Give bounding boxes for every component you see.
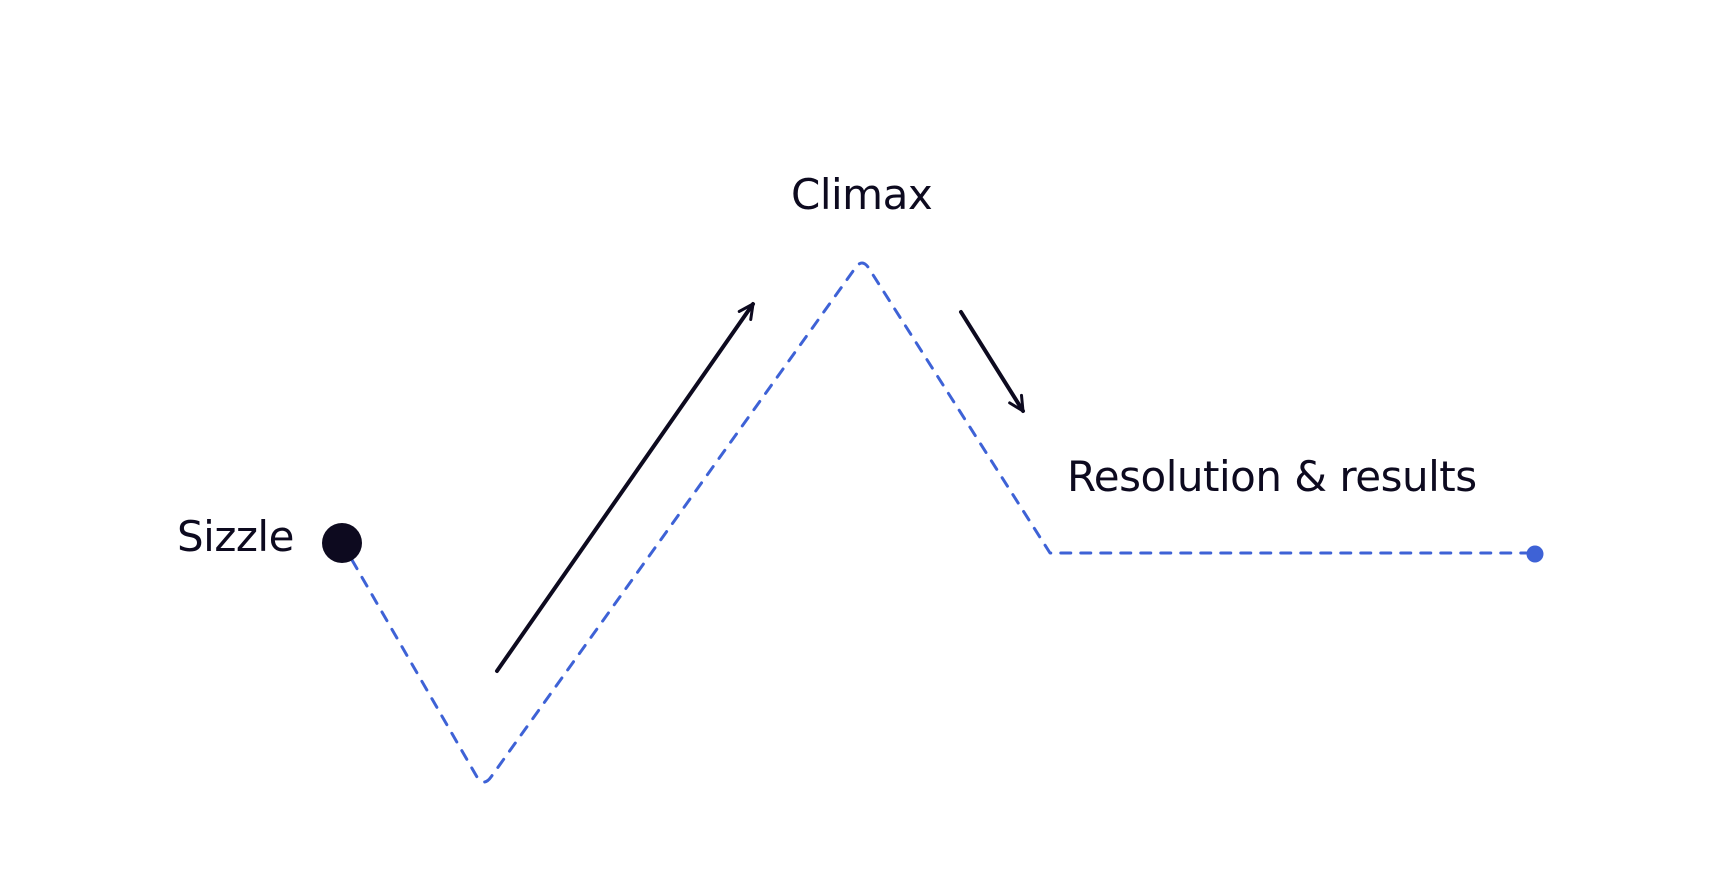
rising-arrow <box>495 302 755 673</box>
sizzle-label: Sizzle <box>177 512 294 561</box>
story-path <box>350 261 1535 784</box>
resolution-label: Resolution & results <box>1067 452 1477 501</box>
start-dot <box>322 523 362 563</box>
end-dot <box>1526 545 1544 563</box>
climax-label: Climax <box>791 170 933 219</box>
falling-arrow <box>959 310 1025 413</box>
